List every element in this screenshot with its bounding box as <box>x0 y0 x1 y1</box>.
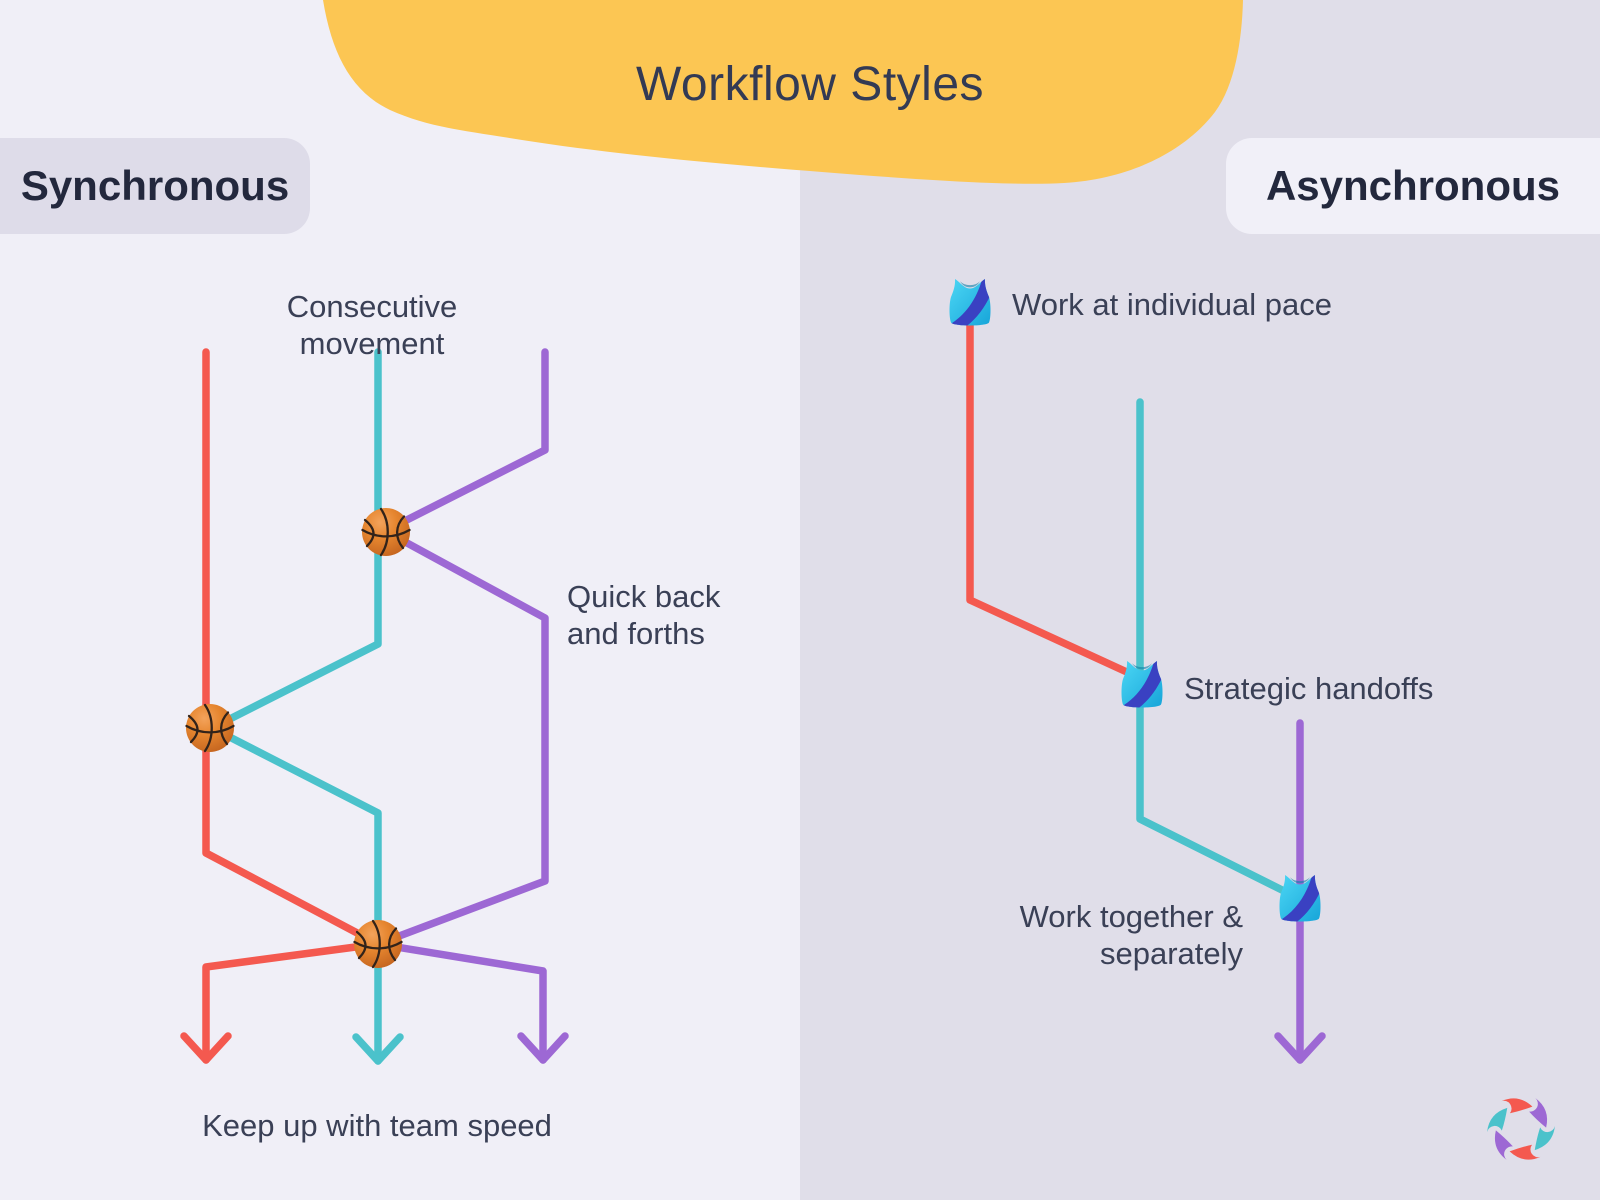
synchronous-label: Synchronous <box>0 138 310 234</box>
asynchronous-label: Asynchronous <box>1226 138 1600 234</box>
logo-pinwheel-icon <box>1485 1088 1557 1170</box>
caption-quick-back-and-forths: Quick back and forths <box>567 579 721 651</box>
synchronous-label-text: Synchronous <box>20 162 290 209</box>
async-teal-lane <box>1136 398 1304 903</box>
async-red-lane <box>966 318 1146 683</box>
basketball-icon <box>360 506 412 558</box>
caption-work-at-individual-pace: Work at individual pace <box>1012 287 1332 322</box>
caption-work-together-separately: Work together & separately <box>1019 899 1243 971</box>
page-title: Workflow Styles <box>635 58 985 111</box>
sync-purple-arrowhead-icon <box>517 1032 569 1064</box>
asynchronous-label-text: Asynchronous <box>1265 162 1561 209</box>
caption-consecutive-movement: Consecutive movement <box>286 289 458 361</box>
banner-blob <box>323 0 1243 184</box>
sync-red-lane <box>202 348 382 1064</box>
caption-strategic-handoffs: Strategic handoffs <box>1184 671 1434 706</box>
basketball-icon <box>184 702 236 754</box>
sync-red-arrowhead-icon <box>180 1032 232 1064</box>
sync-teal-arrowhead-icon <box>352 1033 404 1065</box>
running-shirt-icon <box>947 276 993 331</box>
sync-purple-lane <box>374 348 549 1064</box>
caption-keep-up-with-team-speed: Keep up with team speed <box>202 1108 552 1143</box>
async-purple-arrowhead-icon <box>1274 1032 1326 1064</box>
basketball-icon <box>352 918 404 970</box>
